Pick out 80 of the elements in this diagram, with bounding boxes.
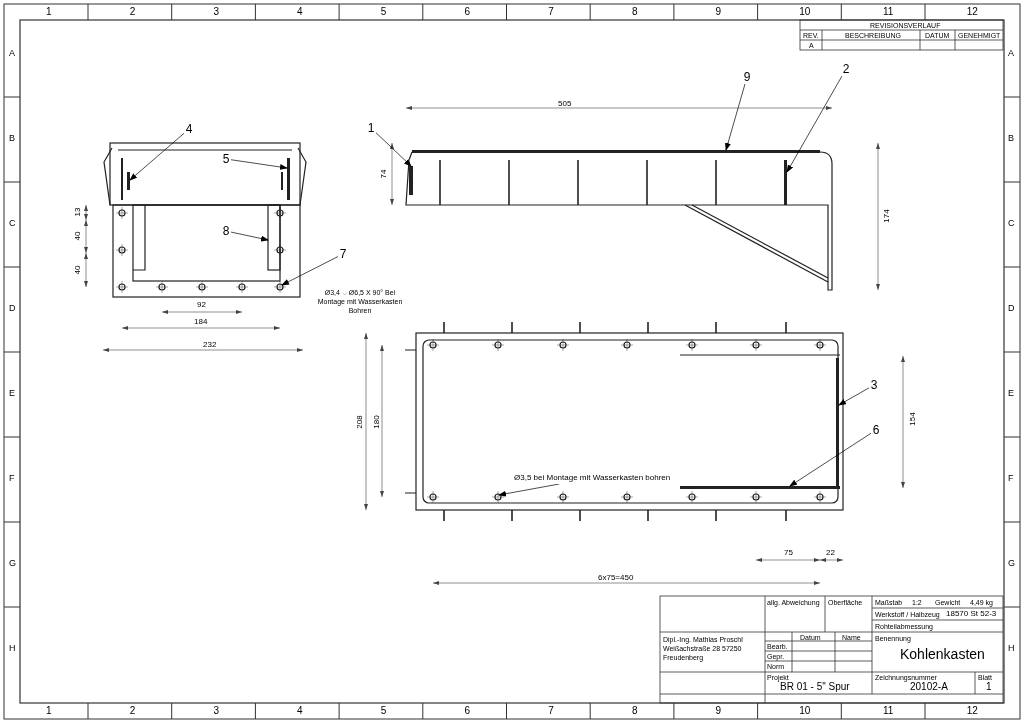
grid-reference: B (9, 134, 15, 143)
dimension-value: 92 (197, 301, 206, 309)
mounting-hole (276, 283, 284, 291)
dimension-value: 232 (203, 341, 217, 349)
dimension-value: 180 (372, 415, 381, 429)
rib (784, 160, 787, 205)
clip-bar (287, 158, 290, 200)
top-edge (412, 150, 820, 153)
drawing-title: Kohlenkasten (900, 647, 985, 661)
grid-reference: D (9, 304, 16, 313)
grid-reference: 2 (129, 7, 136, 17)
callout-number: 2 (841, 62, 851, 76)
grid-reference: 9 (715, 7, 722, 17)
grid-reference: C (1008, 219, 1015, 228)
slot-rail (680, 486, 840, 489)
grid-reference: 7 (548, 706, 554, 716)
title-block-text: BR 01 - 5" Spur (780, 682, 850, 692)
grid-reference: 11 (883, 7, 894, 17)
dimension-value: 22 (826, 549, 835, 557)
grid-reference: 8 (631, 706, 638, 716)
callout-number: 6 (871, 423, 881, 437)
title-block-text: 1 (986, 682, 992, 692)
callout-number: 9 (742, 70, 752, 84)
grid-reference: 2 (129, 706, 136, 716)
dimension-value: 6x75=450 (598, 574, 634, 582)
clip-bar (127, 172, 130, 190)
callout-number: 8 (221, 224, 231, 238)
grid-reference: 6 (464, 7, 471, 17)
grid-reference: 11 (883, 706, 894, 716)
dimension-value: 40 (74, 265, 83, 275)
grid-reference: 4 (297, 7, 303, 17)
grid-reference: 8 (631, 7, 638, 17)
dimension-value: 208 (355, 415, 364, 429)
callout-number: 7 (338, 247, 348, 261)
dimension-value: 174 (882, 209, 891, 223)
grid-reference: 4 (297, 706, 303, 716)
grid-reference: 7 (548, 7, 554, 17)
grid-reference: C (9, 219, 16, 228)
title-block-text: 20102-A (910, 682, 948, 692)
callout-number: 4 (184, 122, 194, 136)
grid-reference: A (1008, 49, 1014, 58)
grid-reference: 10 (799, 706, 811, 716)
grid-reference: F (1008, 474, 1014, 483)
grid-reference: 1 (46, 7, 52, 17)
grid-reference: 12 (966, 7, 978, 17)
grid-reference: E (1008, 389, 1014, 398)
callout-number: 3 (869, 378, 879, 392)
end-wall (836, 358, 839, 486)
dimension-value: 75 (784, 549, 793, 557)
grid-reference: G (9, 559, 16, 568)
grid-reference: 12 (966, 706, 978, 716)
callout-number: 5 (221, 152, 231, 166)
grid-reference: D (1008, 304, 1015, 313)
dimension-value: 40 (74, 231, 83, 241)
grid-reference: B (1008, 134, 1014, 143)
grid-reference: 3 (213, 706, 219, 716)
grid-reference: G (1008, 559, 1015, 568)
grid-reference: A (9, 49, 15, 58)
mounting-hole (494, 493, 502, 501)
callout-number: 1 (366, 121, 376, 135)
dimension-value: 74 (380, 169, 389, 179)
grid-reference: F (9, 474, 15, 483)
grid-reference: 5 (380, 706, 387, 716)
dimension-value: 13 (74, 207, 83, 217)
grid-reference: 3 (213, 7, 219, 17)
side-wall (267, 204, 281, 271)
end-flap (409, 166, 413, 195)
grid-reference: H (9, 644, 16, 653)
dimension-value: 154 (908, 412, 917, 426)
dimension-value: 184 (194, 318, 208, 326)
grid-reference: E (9, 389, 15, 398)
grid-reference: 9 (715, 706, 722, 716)
dimension-value: 505 (558, 100, 572, 108)
grid-reference: 6 (464, 706, 471, 716)
grid-reference: H (1008, 644, 1015, 653)
drilling-note: Ø3,5 bei Montage mit Wasserkasten bohren (514, 472, 671, 484)
grid-reference: 10 (799, 7, 811, 17)
grid-reference: 1 (46, 706, 52, 716)
grid-reference: 5 (380, 7, 387, 17)
title-block-text: 18570 St 52-3 (946, 610, 997, 618)
